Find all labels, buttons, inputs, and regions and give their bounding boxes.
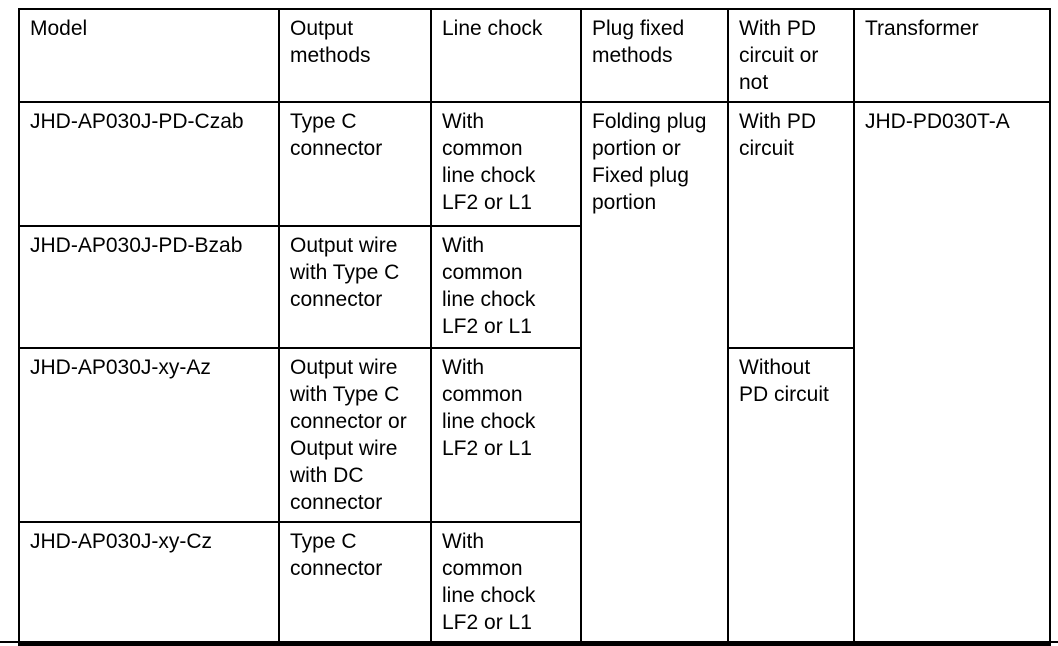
cell-plug-fixed-methods: Folding plug portion or Fixed plug porti… [580,101,729,645]
table-row: JHD-AP030J-PD-Bzab Output wire with Type… [18,225,1050,349]
product-spec-table: Model Output methods Line chock Plug fix… [18,8,1051,646]
header-cell-line-chock: Line chock [430,8,582,103]
page-bottom-rule [0,641,1058,643]
table-row: JHD-AP030J-xy-Cz Type C connector With c… [18,521,1050,645]
header-cell-pd-circuit-or-not: With PD circuit or not [727,8,855,103]
header-cell-plug-fixed-methods: Plug fixed methods [580,8,729,103]
header-cell-transformer: Transformer [853,8,1051,103]
cell-line-chock: With common line chock LF2 or L1 [430,521,582,645]
cell-output-method: Type C connector [278,521,432,645]
cell-with-pd-circuit: With PD circuit [727,101,855,349]
header-row: Model Output methods Line chock Plug fix… [18,8,1051,103]
cell-line-chock: With common line chock LF2 or L1 [430,347,582,523]
cell-transformer: JHD-PD030T-A [853,101,1051,645]
cell-model: JHD-AP030J-xy-Az [18,347,280,523]
cell-line-chock: With common line chock LF2 or L1 [430,225,582,349]
header-cell-model: Model [18,8,280,103]
cell-output-method: Type C connector [278,101,432,227]
cell-without-pd-circuit: Without PD circuit [727,347,855,645]
cell-model: JHD-AP030J-PD-Czab [18,101,280,227]
cell-model: JHD-AP030J-PD-Bzab [18,225,280,349]
cell-model: JHD-AP030J-xy-Cz [18,521,280,645]
table-row: JHD-AP030J-PD-Czab Type C connector With… [18,101,1051,645]
cell-output-method: Output wire with Type C connector or Out… [278,347,432,523]
cell-output-method: Output wire with Type C connector [278,225,432,349]
header-cell-output-methods: Output methods [278,8,432,103]
cell-line-chock: With common line chock LF2 or L1 [430,101,582,227]
